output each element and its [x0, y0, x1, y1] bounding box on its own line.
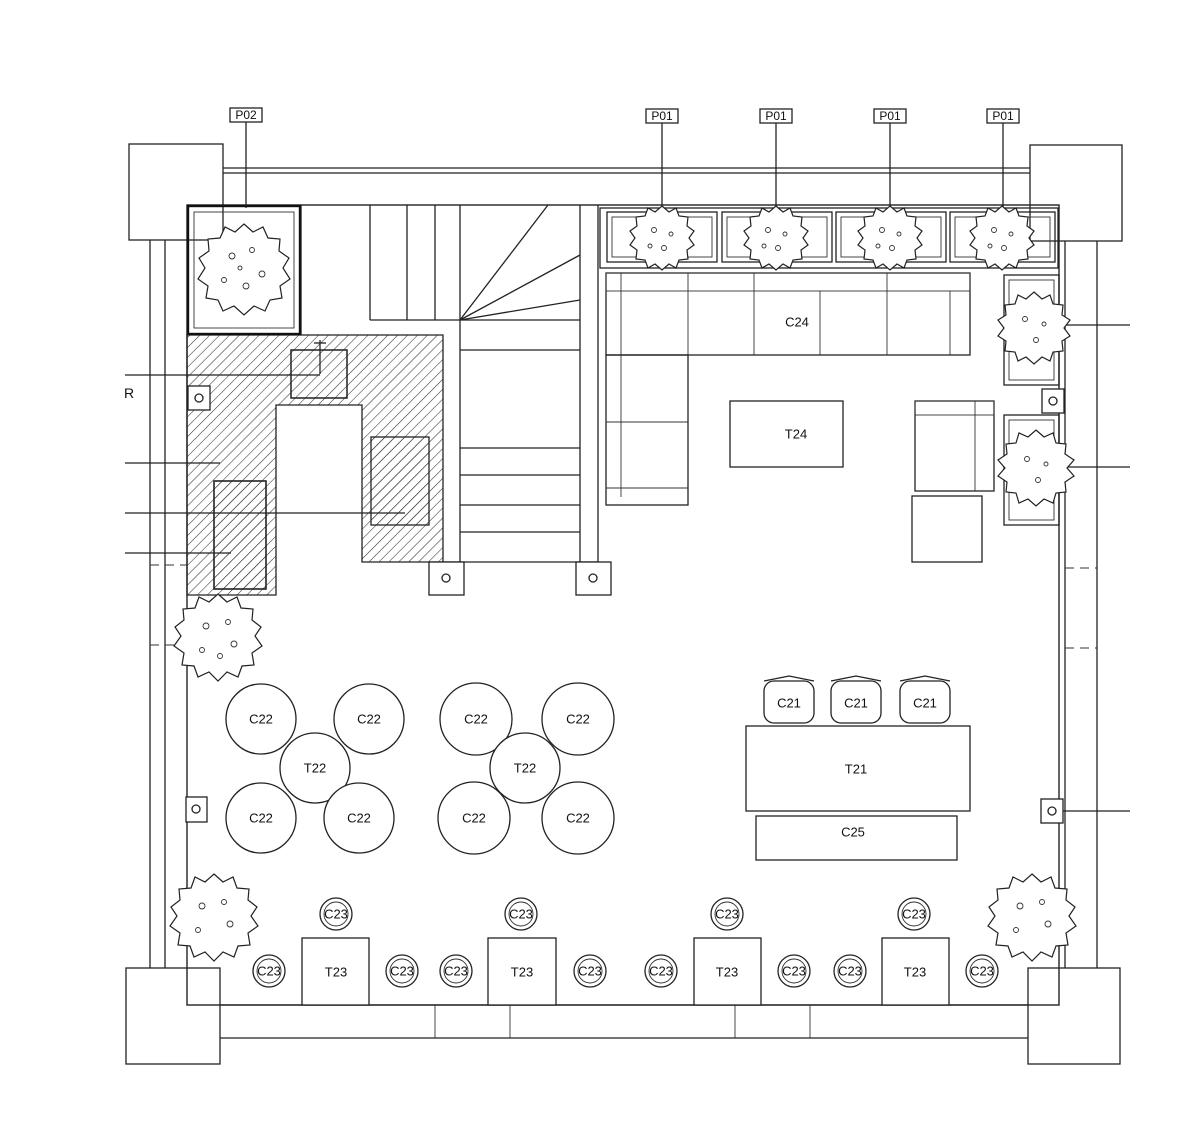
round-table-cluster-left: C22 C22 T22 C22 C22 [225, 683, 405, 854]
corner-column-bottom-right [1027, 967, 1121, 1065]
label-c25: C25 [841, 825, 865, 840]
shrub-icon [997, 429, 1075, 507]
stool-c21: C21 [763, 675, 815, 724]
label-c23: C23 [782, 964, 806, 979]
label-c22: C22 [566, 811, 590, 826]
label-c21: C21 [777, 696, 801, 711]
armchair [911, 400, 995, 563]
label-c22: C22 [566, 712, 590, 727]
planter-p02 [186, 204, 302, 336]
shrub-icon [629, 205, 695, 271]
label-c24: C24 [785, 315, 809, 330]
staircase [300, 204, 599, 563]
edge-label: R [124, 385, 134, 401]
label-c23: C23 [444, 964, 468, 979]
bar-stools: C21 C21 C21 [763, 675, 951, 724]
table-t24 [729, 400, 844, 468]
label-t23: T23 [716, 965, 738, 980]
label-c23: C23 [509, 907, 533, 922]
table-t23 [881, 937, 950, 1006]
label-c21: C21 [913, 696, 937, 711]
planter-tag-p01-b: P01 [765, 109, 787, 123]
table-t23 [301, 937, 370, 1006]
label-c23: C23 [715, 907, 739, 922]
label-c23: C23 [649, 964, 673, 979]
label-c22: C22 [249, 811, 273, 826]
label-c23: C23 [578, 964, 602, 979]
shrub-icon [197, 223, 291, 316]
planter-tag-p01-a: P01 [651, 109, 673, 123]
shrub-icon [857, 205, 923, 271]
corner-column-top-left [128, 143, 224, 241]
label-c21: C21 [844, 696, 868, 711]
corner-column-bottom-left [125, 967, 221, 1065]
label-t22: T22 [304, 761, 326, 776]
label-c23: C23 [902, 907, 926, 922]
label-t22: T22 [514, 761, 536, 776]
label-t23: T23 [904, 965, 926, 980]
label-c22: C22 [462, 811, 486, 826]
shrub-icon [743, 205, 809, 271]
stool-c21: C21 [830, 675, 882, 724]
shrub-icon [987, 873, 1077, 962]
hatched-service-zone [186, 334, 444, 596]
shrubs [169, 205, 1077, 962]
label-c22: C22 [347, 811, 371, 826]
label-c22: C22 [464, 712, 488, 727]
structural-posts [185, 385, 1065, 824]
planter-tags: P02 P01 P01 P01 P01 [229, 107, 1020, 210]
label-c23: C23 [324, 907, 348, 922]
table-t21 [745, 725, 971, 812]
inner-wall [186, 204, 1060, 1006]
planter-tag-p01-d: P01 [992, 109, 1014, 123]
planter-tag-p02: P02 [235, 108, 257, 122]
planter-tag-p01-c: P01 [879, 109, 901, 123]
lounge-sofa: C24 [605, 272, 971, 506]
round-table-cluster-right: C22 C22 T22 C22 C22 [437, 682, 615, 855]
hatched-counter-left [213, 480, 267, 590]
bottom-seating-row: C23 C23 C23 C23 T23 T23 T23 T23 C23 C23 … [252, 897, 999, 1006]
table-t23 [487, 937, 557, 1006]
shrub-icon [969, 205, 1035, 271]
label-c23: C23 [970, 964, 994, 979]
leader-lines [125, 324, 1130, 812]
label-c23: C23 [838, 964, 862, 979]
label-c23: C23 [390, 964, 414, 979]
label-c23: C23 [257, 964, 281, 979]
label-t24: T24 [785, 427, 807, 442]
label-t23: T23 [325, 965, 347, 980]
label-t23: T23 [511, 965, 533, 980]
table-t23 [693, 937, 762, 1006]
label-c22: C22 [357, 712, 381, 727]
label-c22: C22 [249, 712, 273, 727]
stool-c21: C21 [899, 675, 951, 724]
shrub-icon [169, 873, 259, 962]
hatched-counter-right [370, 436, 430, 526]
label-t21: T21 [845, 762, 867, 777]
bench-c25 [755, 815, 958, 861]
corner-column-top-right [1029, 144, 1123, 242]
shrub-icon [173, 593, 263, 682]
shrub-icon [997, 291, 1071, 365]
